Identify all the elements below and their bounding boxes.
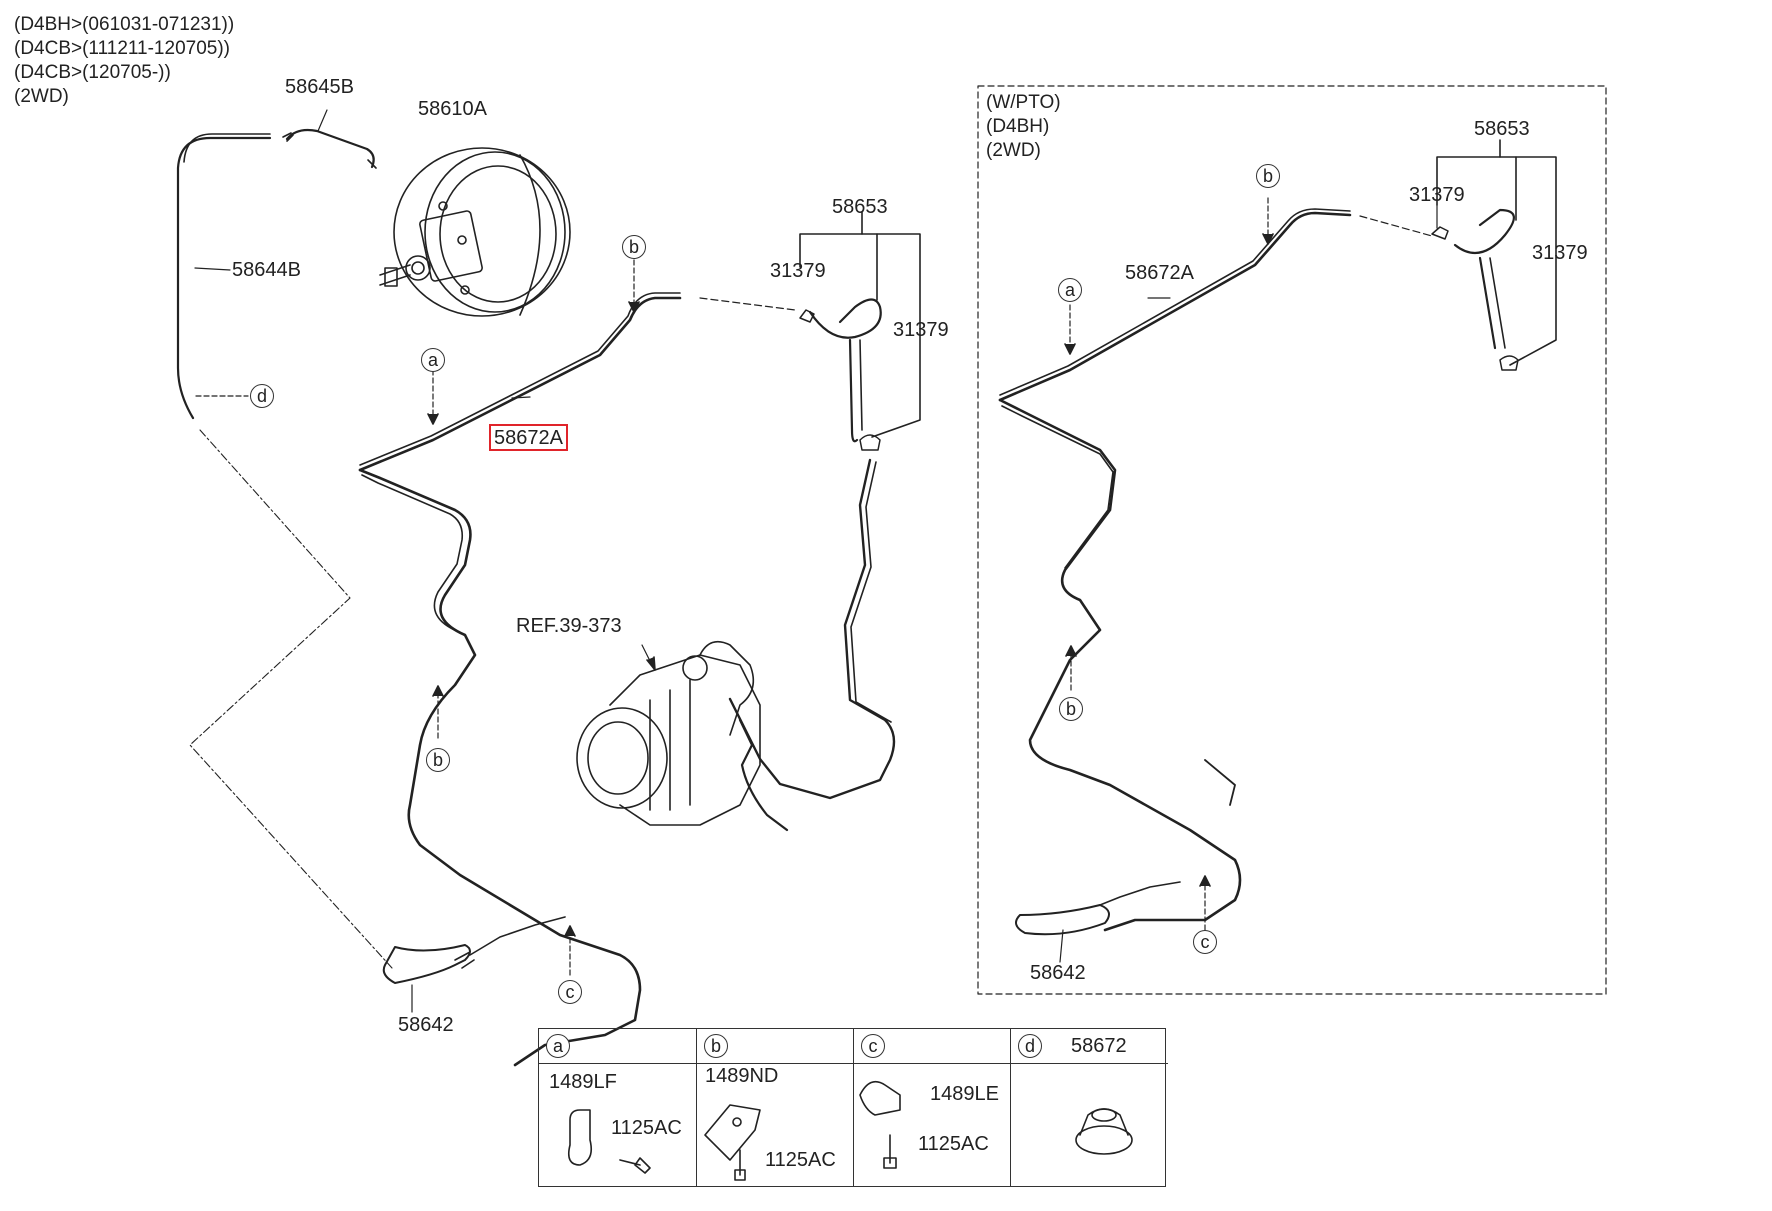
hose-58653-right [1453,208,1515,255]
condition-right-1: (W/PTO) [986,92,1061,113]
callout-b-left-top[interactable]: b [622,235,646,259]
callout-a-right[interactable]: a [1058,278,1082,302]
condition-left-1: (D4BH>(061031-071231)) [14,14,235,35]
detail-a-part-1[interactable]: 1489LF [549,1071,617,1093]
hose-58644b [176,136,272,420]
brake-booster-58610a [379,147,571,317]
detail-d-letter: d [1018,1034,1042,1058]
hose-58642-left [382,944,471,984]
part-label-31379-left-a[interactable]: 31379 [770,260,826,282]
callout-d-left[interactable]: d [250,384,274,408]
part-label-58672a-right[interactable]: 58672A [1125,262,1194,284]
callout-c-right[interactable]: c [1193,930,1217,954]
detail-c-part-1[interactable]: 1489LE [930,1083,999,1105]
hose-58642-right [1015,904,1110,936]
detail-c-part-2[interactable]: 1125AC [918,1133,989,1155]
part-label-58653-right[interactable]: 58653 [1474,118,1530,140]
line-58672a-left [358,292,796,1067]
part-label-58642-left[interactable]: 58642 [398,1014,454,1036]
part-label-58610a[interactable]: 58610A [418,98,487,120]
part-label-58645b[interactable]: 58645B [285,76,354,98]
detail-c-clip-image [859,1080,901,1169]
line-58672a-right [998,208,1433,932]
callout-b-right-low[interactable]: b [1059,697,1083,721]
ref-label-alternator[interactable]: REF.39-373 [516,615,622,637]
w-pto-variant-box [977,85,1607,995]
condition-right-3: (2WD) [986,140,1041,161]
condition-left-2: (D4CB>(111211-120705)) [14,38,230,59]
alternator-vacuum-pump [576,640,789,832]
detail-b-part-2[interactable]: 1125AC [765,1149,836,1171]
part-label-58653-left[interactable]: 58653 [832,196,888,218]
detail-b-letter: b [704,1034,728,1058]
detail-table: a 1489LF 1125AC b 1489ND 1125AC c 1489LE… [538,1028,1168,1187]
detail-cell-d: d 58672 [1010,1029,1168,1186]
detail-c-letter: c [861,1034,885,1058]
hose-58645b [285,128,375,169]
condition-left-3: (D4CB>(120705-)) [14,62,171,83]
detail-a-letter: a [546,1034,570,1058]
detail-b-part-1[interactable]: 1489ND [705,1065,779,1087]
part-label-58644b[interactable]: 58644B [232,259,301,281]
detail-cell-a: a 1489LF 1125AC [539,1029,696,1186]
condition-left-4: (2WD) [14,86,69,107]
condition-right-2: (D4BH) [986,116,1050,137]
detail-d-part-1[interactable]: 58672 [1071,1035,1127,1057]
part-label-58642-right[interactable]: 58642 [1030,962,1086,984]
hose-58653-left [808,298,882,339]
detail-a-clip-image [567,1109,651,1174]
callout-b-left-low[interactable]: b [426,748,450,772]
part-label-31379-right-a[interactable]: 31379 [1409,184,1465,206]
callout-b-right-top[interactable]: b [1256,164,1280,188]
detail-cell-b: b 1489ND 1125AC [696,1029,854,1186]
callout-c-left[interactable]: c [558,980,582,1004]
detail-d-grommet-image [1075,1108,1133,1155]
callout-a-left[interactable]: a [421,348,445,372]
part-label-58672a-left-highlighted[interactable]: 58672A [489,424,568,451]
detail-b-bracket-image [704,1104,761,1181]
detail-cell-c: c 1489LE 1125AC [853,1029,1011,1186]
detail-a-part-2[interactable]: 1125AC [611,1117,682,1139]
part-label-31379-right-b[interactable]: 31379 [1532,242,1588,264]
part-label-31379-left-b[interactable]: 31379 [893,319,949,341]
